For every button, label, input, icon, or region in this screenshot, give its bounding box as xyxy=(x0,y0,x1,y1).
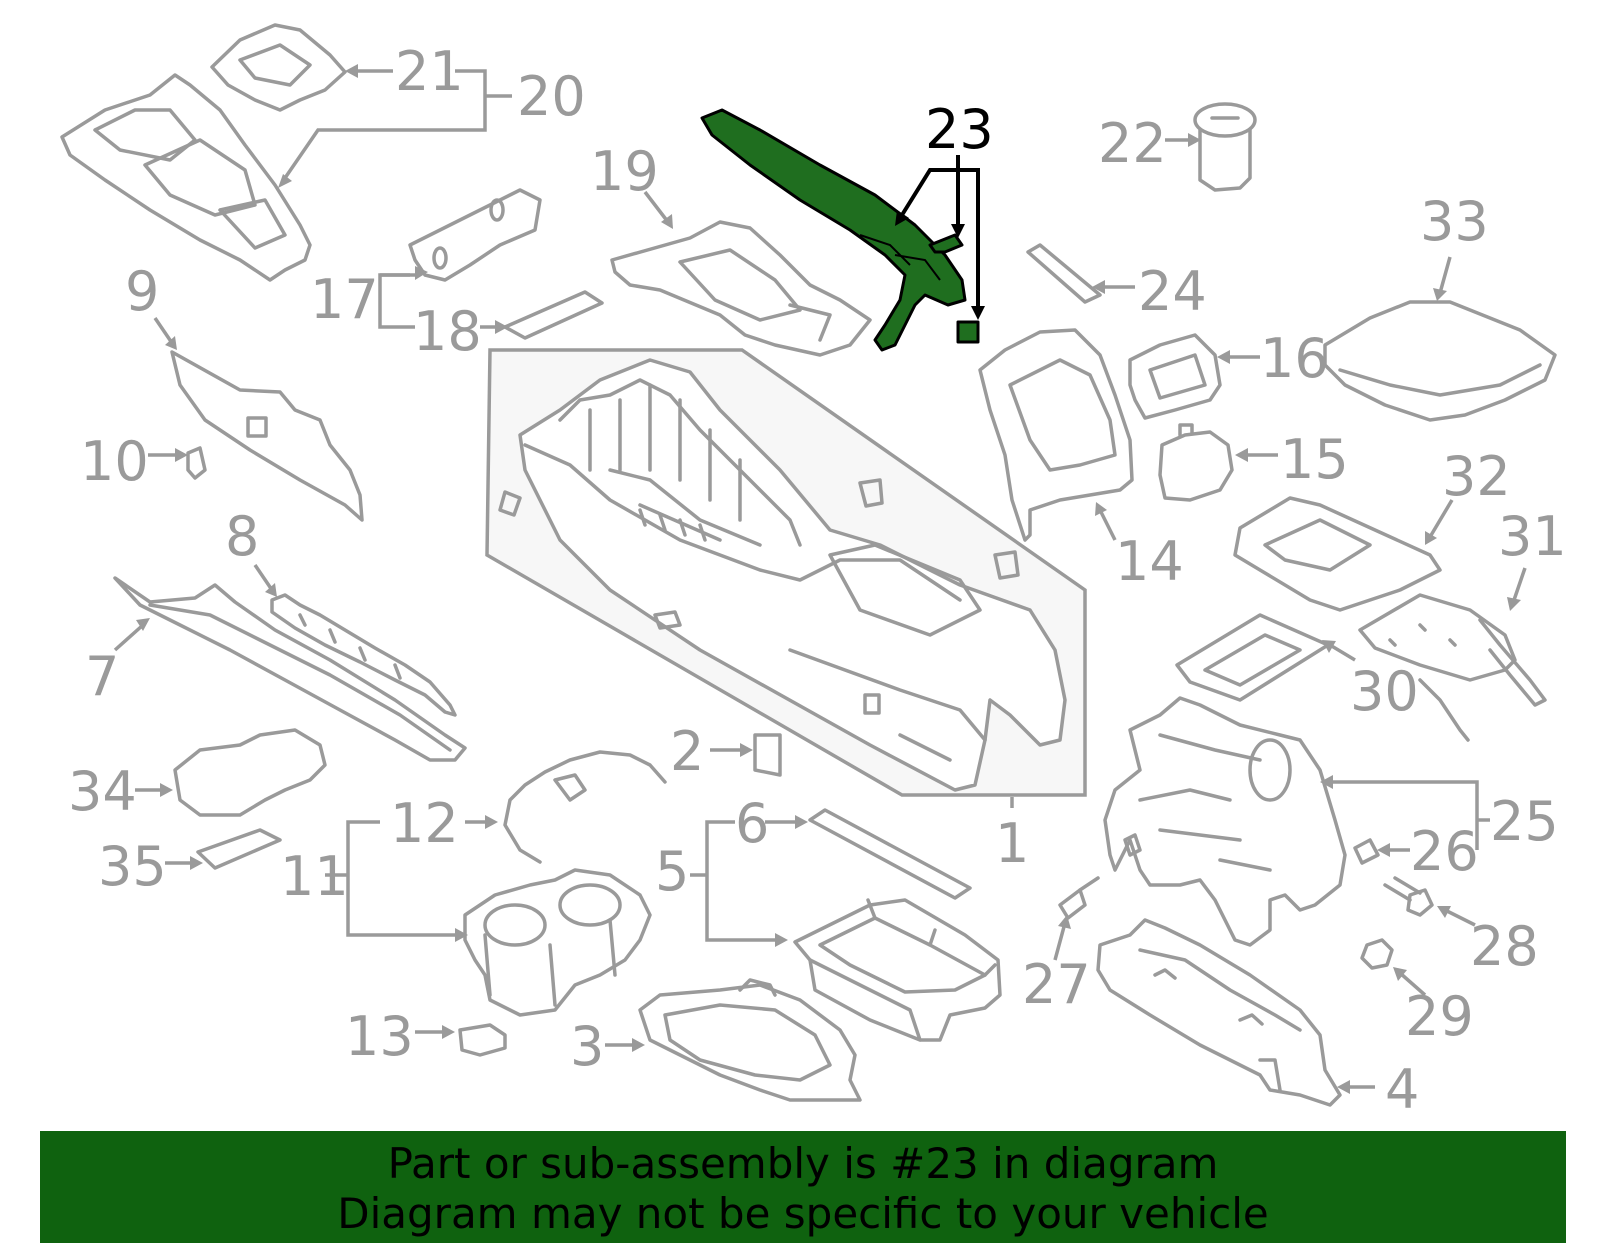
callout-16: 16 xyxy=(1260,327,1329,390)
callout-26: 26 xyxy=(1410,820,1479,883)
banner-line-1: Part or sub-assembly is #23 in diagram xyxy=(387,1139,1219,1188)
callout-2: 2 xyxy=(670,720,704,783)
part-12-harness xyxy=(503,750,667,864)
part-27-bolt xyxy=(1058,876,1100,920)
callout-9: 9 xyxy=(125,260,159,323)
callout-13: 13 xyxy=(345,1005,414,1068)
callout-34: 34 xyxy=(68,760,137,823)
callout-33: 33 xyxy=(1420,190,1489,253)
part-6-liner xyxy=(808,808,972,900)
callout-29: 29 xyxy=(1405,985,1474,1048)
part-30-tray xyxy=(1175,613,1330,702)
part-13-clip xyxy=(458,1023,507,1057)
part-1-console-housing xyxy=(485,348,1087,797)
banner-line-2: Diagram may not be specific to your vehi… xyxy=(337,1189,1269,1238)
callout-11: 11 xyxy=(280,845,349,908)
part-29-nut xyxy=(1360,938,1394,970)
leader-lines xyxy=(113,64,1527,1094)
callout-3: 3 xyxy=(570,1015,604,1078)
part-18-strip xyxy=(503,290,604,340)
part-21-insert xyxy=(210,23,347,112)
part-17-bracket xyxy=(408,188,542,282)
part-20-top-bezel xyxy=(60,73,312,282)
callout-23: 23 xyxy=(925,98,994,161)
callout-35: 35 xyxy=(98,835,167,898)
part-14-bezel xyxy=(978,328,1134,542)
part-31-panel xyxy=(1358,593,1547,742)
callout-8: 8 xyxy=(225,505,259,568)
part-28-bolt xyxy=(1383,876,1434,917)
part-22-knob xyxy=(1193,102,1257,192)
callout-18: 18 xyxy=(413,300,482,363)
callout-7: 7 xyxy=(85,645,119,708)
part-8-trim-strip xyxy=(270,593,457,717)
part-32-panel xyxy=(1233,496,1442,612)
callout-4: 4 xyxy=(1385,1058,1419,1121)
part-10-clip xyxy=(186,446,207,480)
callout-30: 30 xyxy=(1350,660,1419,723)
footer-banner: Part or sub-assembly is #23 in diagram D… xyxy=(40,1131,1566,1243)
callout-numbers: 1 2 3 4 5 6 7 8 9 10 11 12 13 14 15 16 1… xyxy=(68,40,1567,1121)
callout-24: 24 xyxy=(1138,260,1207,323)
callout-32: 32 xyxy=(1442,445,1511,508)
part-23-highlighted-trim xyxy=(700,108,980,352)
callout-15: 15 xyxy=(1280,428,1349,491)
part-7-long-trim xyxy=(113,576,467,762)
callout-27: 27 xyxy=(1022,953,1091,1016)
part-24-strip xyxy=(1026,243,1102,304)
callout-31: 31 xyxy=(1498,505,1567,568)
part-15-switch xyxy=(1158,423,1234,502)
part-16-panel xyxy=(1128,333,1222,420)
part-23-leader-lines xyxy=(895,155,985,320)
part-9-side-panel xyxy=(170,350,364,522)
callout-1: 1 xyxy=(995,812,1029,875)
callout-17: 17 xyxy=(310,268,379,331)
part-19-upper-trim xyxy=(610,220,872,357)
callout-20: 20 xyxy=(517,65,586,128)
part-25-frame xyxy=(1103,696,1347,947)
part-4-bracket xyxy=(1096,918,1342,1107)
callout-28: 28 xyxy=(1470,915,1539,978)
callout-14: 14 xyxy=(1115,530,1184,593)
part-3-tray xyxy=(638,978,862,1102)
callout-6: 6 xyxy=(735,792,769,855)
part-34-mat xyxy=(173,728,327,817)
part-35-clip xyxy=(196,828,282,870)
part-5-storage-bin xyxy=(793,898,1002,1042)
part-11-cup-holder xyxy=(463,868,652,1017)
part-2 xyxy=(753,733,782,777)
callout-12: 12 xyxy=(390,792,459,855)
part-26 xyxy=(1353,838,1380,865)
part-33-armrest-pad xyxy=(1323,300,1557,422)
callout-5: 5 xyxy=(655,840,689,903)
callout-19: 19 xyxy=(590,140,659,203)
callout-22: 22 xyxy=(1098,112,1167,175)
callout-10: 10 xyxy=(80,430,149,493)
callout-21: 21 xyxy=(395,40,464,103)
callout-25: 25 xyxy=(1490,790,1559,853)
